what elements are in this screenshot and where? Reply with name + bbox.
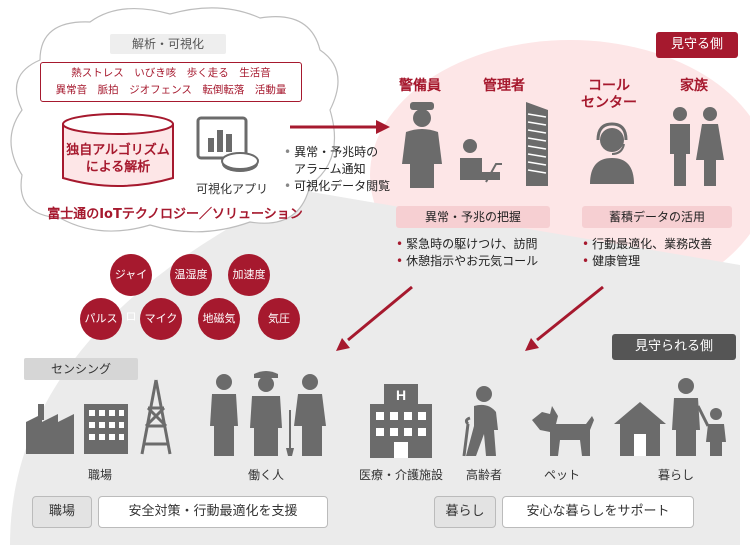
security-guard-icon	[402, 102, 442, 188]
data-bullets: •行動最適化、業務改善 •健康管理	[582, 237, 713, 268]
analysis-tags-box: 熱ストレス いびき咳 歩く走る 生活音 異常音 脈拍 ジオフェンス 転倒転落 活…	[40, 62, 302, 102]
caption-workers: 働く人	[247, 468, 284, 482]
caption-elderly: 高齢者	[465, 468, 502, 482]
bullet-data-view: 可視化データ閲覧	[294, 179, 391, 193]
bottom-tag-living: 暮らし	[434, 496, 496, 528]
arrow-right	[290, 120, 390, 134]
watchers-box-detect: 異常・予兆の把握	[396, 206, 550, 228]
family-icon	[670, 107, 724, 186]
database-cylinder-icon	[62, 113, 174, 187]
sensor-pressure: 気圧	[258, 298, 300, 340]
sensor-temp-humidity: 温湿度	[170, 254, 212, 296]
caption-hospital: 医療・介護施設	[358, 468, 443, 482]
alarm-bullets: •異常・予兆時の アラーム通知 •可視化データ閲覧	[284, 145, 391, 193]
analysis-tags-line2: 異常音 脈拍 ジオフェンス 転倒転落 活動量	[55, 84, 287, 96]
fujitsu-label: 富士通のIoTテクノロジー／ソリューション	[47, 207, 303, 222]
analysis-label: 解析・可視化	[110, 34, 226, 54]
caption-workplace: 職場	[87, 468, 112, 482]
bottom-text-living: 安心な暮らしをサポート	[502, 496, 694, 528]
visualization-app-icon	[196, 116, 259, 172]
manager-building-icon	[460, 102, 548, 186]
role-call-center-line1: コール	[588, 78, 630, 94]
bullet-optimize: 行動最適化、業務改善	[592, 237, 713, 251]
arrow-down-left-2	[525, 285, 604, 351]
sensor-acceleration: 加速度	[228, 254, 270, 296]
role-manager: 管理者	[483, 78, 525, 94]
sensor-geomagnetic: 地磁気	[198, 298, 240, 340]
workplace-icon	[26, 379, 172, 455]
bullet-rest: 休憩指示やお元気コール	[406, 254, 539, 268]
role-security-guard: 警備員	[399, 78, 441, 94]
bottom-tag-workplace: 職場	[32, 496, 92, 528]
bullet-alarm-1: 異常・予兆時の	[294, 145, 379, 159]
sensor-gyro: ジャイロ	[110, 254, 152, 323]
arrow-down-left-1	[336, 285, 413, 351]
bullet-health: 健康管理	[592, 254, 641, 268]
role-call-center: コール センター	[572, 78, 646, 112]
bullet-alarm-2: アラーム通知	[294, 162, 366, 176]
bottom-text-workplace: 安全対策・行動最適化を支援	[98, 496, 328, 528]
caption-living: 暮らし	[657, 468, 694, 482]
workers-icon	[210, 371, 326, 456]
operator-headset-icon	[590, 122, 634, 184]
detect-bullets: •緊急時の駆けつけ、訪問 •休憩指示やお元気コール	[396, 237, 539, 268]
watchers-header: 見守る側	[656, 32, 738, 58]
hospital-icon: H	[370, 384, 432, 458]
svg-text:H: H	[396, 387, 406, 403]
sensing-label: センシング	[24, 358, 138, 380]
watched-header: 見守られる側	[612, 334, 736, 360]
visualization-app-label: 可視化アプリ	[195, 182, 268, 196]
pet-dog-icon	[532, 406, 594, 456]
algorithm-line2: による解析	[85, 160, 151, 175]
elderly-icon	[462, 386, 498, 457]
algorithm-line1: 独自アルゴリズム	[66, 143, 170, 158]
sensor-pulse: パルス	[80, 298, 122, 340]
algorithm-text: 独自アルゴリズム による解析	[60, 142, 176, 176]
role-call-center-line2: センター	[581, 95, 637, 111]
analysis-tags-line1: 熱ストレス いびき咳 歩く走る 生活音	[71, 67, 271, 79]
role-family: 家族	[680, 78, 708, 94]
caption-pet: ペット	[543, 468, 580, 482]
sensor-mic: マイク	[140, 298, 182, 340]
bullet-rush: 緊急時の駆けつけ、訪問	[406, 237, 538, 251]
watchers-box-data: 蓄積データの活用	[582, 206, 732, 228]
home-family-icon	[614, 378, 726, 456]
